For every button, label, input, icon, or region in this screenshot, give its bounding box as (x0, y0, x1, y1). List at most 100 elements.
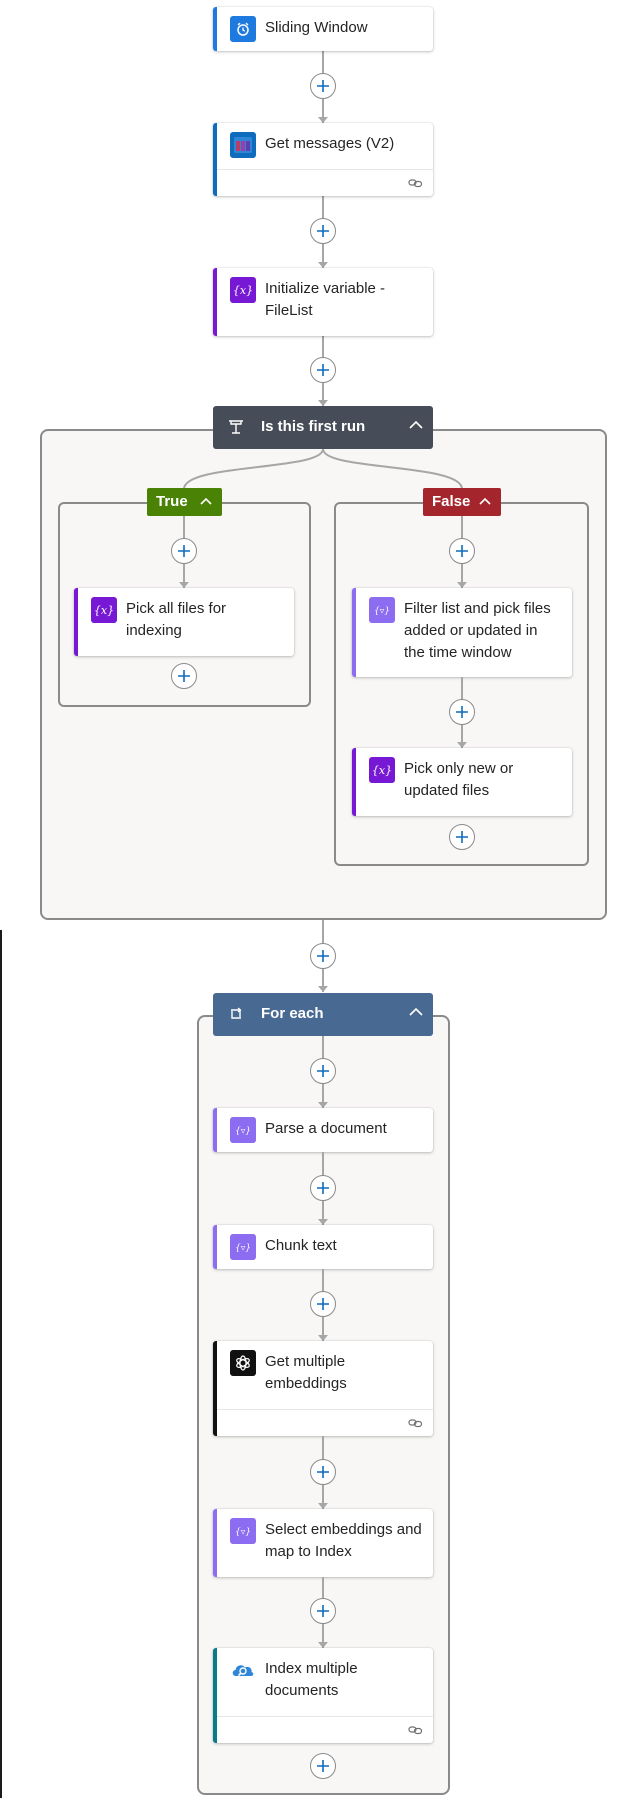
insert-step-button[interactable] (310, 1175, 336, 1201)
card-footer (217, 1716, 433, 1743)
card-accent-stripe (213, 123, 217, 196)
card-title: Get messages (V2) (265, 135, 395, 152)
variable-icon: {x} (369, 757, 395, 783)
connector-arrow (457, 582, 467, 588)
plus-icon (317, 80, 329, 92)
card-footer (217, 169, 433, 196)
insert-step-button[interactable] (310, 1598, 336, 1624)
svg-text:{x}: {x} (372, 764, 392, 777)
connector-arrow (457, 742, 467, 748)
connector-arrow (318, 117, 328, 123)
card-accent-stripe (352, 748, 356, 816)
svg-text:{x}: {x} (94, 604, 114, 617)
card-footer (217, 1409, 433, 1436)
branch-label: True (156, 493, 188, 510)
plus-icon (317, 1605, 329, 1617)
data-operation-icon: {▿} (230, 1117, 256, 1143)
insert-step-button[interactable] (310, 357, 336, 383)
connector-arrow (318, 400, 328, 406)
data-operation-icon: {▿} (230, 1518, 256, 1544)
connector-arrow (179, 582, 189, 588)
action-card-index-documents[interactable]: Index multiple documents (213, 1648, 433, 1743)
loop-icon (227, 1005, 245, 1028)
data-operation-icon: {▿} (230, 1234, 256, 1260)
chevron-up-icon[interactable] (198, 493, 214, 514)
connector-arrow (318, 1503, 328, 1509)
card-title: Get multiple embeddings (265, 1353, 347, 1392)
for-each-header[interactable]: For each (213, 993, 433, 1036)
condition-header[interactable]: Is this first run (213, 406, 433, 449)
chevron-up-icon[interactable] (407, 416, 425, 439)
card-title: Sliding Window (265, 19, 368, 36)
insert-step-button[interactable] (310, 218, 336, 244)
condition-icon (227, 418, 245, 441)
action-card-pick-new-files[interactable]: {x} Pick only new or updated files (352, 748, 572, 816)
svg-text:{▿}: {▿} (235, 1244, 251, 1254)
card-title: Select embeddings and map to Index (265, 1521, 422, 1560)
plus-icon (178, 670, 190, 682)
branch-connectors (183, 449, 463, 490)
openai-icon (230, 1350, 256, 1376)
action-card-get-messages[interactable]: Get messages (V2) (213, 123, 433, 196)
plus-icon (317, 1298, 329, 1310)
condition-title: Is this first run (261, 418, 366, 435)
chevron-up-icon[interactable] (477, 493, 493, 514)
insert-step-button[interactable] (171, 663, 197, 689)
data-operation-icon: {▿} (369, 597, 395, 623)
plus-icon (317, 1065, 329, 1077)
plus-icon (317, 364, 329, 376)
action-card-get-embeddings[interactable]: Get multiple embeddings (213, 1341, 433, 1436)
card-accent-stripe (213, 1108, 217, 1152)
connector-arrow (318, 986, 328, 992)
variable-icon: {x} (91, 597, 117, 623)
insert-step-button[interactable] (449, 538, 475, 564)
connector-arrow (318, 1642, 328, 1648)
card-accent-stripe (213, 1648, 217, 1743)
card-accent-stripe (74, 588, 78, 656)
plus-icon (178, 545, 190, 557)
connector-arrow (318, 1102, 328, 1108)
insert-step-button[interactable] (449, 824, 475, 850)
svg-text:{▿}: {▿} (235, 1528, 251, 1538)
card-title: Filter list and pick files added or upda… (404, 600, 551, 661)
card-title: Chunk text (265, 1237, 337, 1254)
variable-icon: {x} (230, 277, 256, 303)
plus-icon (456, 831, 468, 843)
card-accent-stripe (213, 1341, 217, 1436)
insert-step-button[interactable] (310, 1459, 336, 1485)
insert-step-button[interactable] (310, 1291, 336, 1317)
trigger-card-sliding-window[interactable]: Sliding Window (213, 7, 433, 51)
insert-step-button[interactable] (449, 699, 475, 725)
action-card-chunk-text[interactable]: {▿} Chunk text (213, 1225, 433, 1269)
link-icon (408, 1723, 423, 1741)
insert-step-button[interactable] (310, 73, 336, 99)
cloud-search-icon (230, 1657, 256, 1683)
card-title: Parse a document (265, 1120, 387, 1137)
insert-step-button[interactable] (310, 943, 336, 969)
true-branch-header[interactable]: True (147, 488, 222, 516)
link-icon (408, 1416, 423, 1434)
action-card-filter-list[interactable]: {▿} Filter list and pick files added or … (352, 588, 572, 677)
card-accent-stripe (213, 268, 217, 336)
card-accent-stripe (352, 588, 356, 677)
plus-icon (317, 1182, 329, 1194)
link-icon (408, 176, 423, 194)
action-card-parse-document[interactable]: {▿} Parse a document (213, 1108, 433, 1152)
svg-text:{x}: {x} (233, 284, 253, 297)
chevron-up-icon[interactable] (407, 1003, 425, 1026)
card-accent-stripe (213, 7, 217, 51)
insert-step-button[interactable] (171, 538, 197, 564)
insert-step-button[interactable] (310, 1753, 336, 1779)
card-title: Initialize variable - FileList (265, 280, 386, 319)
branch-label: False (432, 493, 471, 510)
action-card-initialize-variable[interactable]: {x} Initialize variable - FileList (213, 268, 433, 336)
plus-icon (456, 545, 468, 557)
false-branch-header[interactable]: False (423, 488, 501, 516)
action-card-select-embeddings[interactable]: {▿} Select embeddings and map to Index (213, 1509, 433, 1577)
svg-text:{▿}: {▿} (374, 607, 390, 617)
plus-icon (456, 706, 468, 718)
insert-step-button[interactable] (310, 1058, 336, 1084)
outlook-calendar-icon (230, 132, 256, 158)
action-card-pick-all-files[interactable]: {x} Pick all files for indexing (74, 588, 294, 656)
